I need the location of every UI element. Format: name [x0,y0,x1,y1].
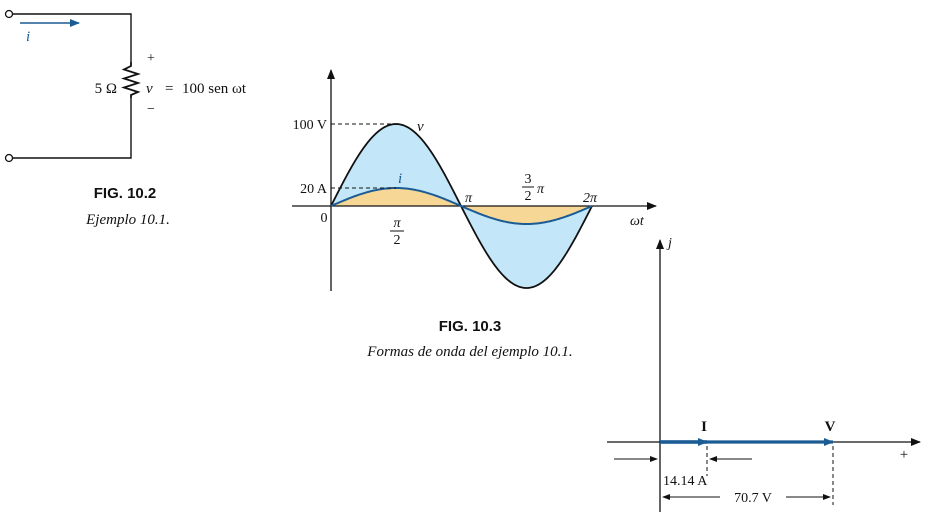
voltage-variable: v [146,81,153,97]
waveform-plot: 100 V 20 A v i 0 π 2 π 3 2 π 2π ωt FIG. … [292,69,657,360]
imaginary-axis-label: j [666,236,672,251]
tick-pi-half: π 2 [390,216,404,248]
current-positive-area [331,188,461,206]
resistor-symbol [121,62,141,98]
v-curve-label: v [417,119,424,135]
tick-pi: π [465,191,473,206]
i-peak-label: 20 A [300,182,328,197]
voltage-expression: 100 sen ωt [182,81,247,97]
svg-text:2: 2 [394,233,401,248]
current-negative-area [461,206,592,224]
fig-10-2-caption: Ejemplo 10.1. [85,212,170,228]
current-curve [330,186,593,226]
voltage-magnitude: 70.7 V [734,491,772,506]
origin-label: 0 [321,211,328,226]
real-axis-plus: + [900,447,908,463]
plus-sign: + [147,51,155,66]
minus-sign: − [147,102,155,117]
voltage-negative-area [461,206,592,288]
tick-three-half-pi: 3 2 π [522,172,545,204]
voltage-phasor-label: V [825,419,836,435]
voltage-positive-area [331,124,461,206]
bottom-terminal [4,153,14,163]
equals-sign: = [165,81,173,97]
phasor-diagram: j + I V 14.14 A 70.7 V [607,236,921,512]
x-axis-label: ωt [630,214,645,229]
circuit-diagram: i 5 Ω + − v = 100 sen ωt FIG. 10.2 Ejemp… [4,9,247,228]
v-peak-label: 100 V [293,118,327,133]
fig-10-3-number: FIG. 10.3 [439,318,502,335]
fig-10-2-number: FIG. 10.2 [94,185,157,202]
top-terminal [4,9,14,19]
resistor-label: 5 Ω [95,81,117,97]
bottom-wire [12,98,132,159]
svg-text:π: π [393,216,401,231]
current-label: i [26,29,30,45]
svg-text:2: 2 [525,189,532,204]
current-magnitude: 14.14 A [663,474,708,489]
tick-two-pi: 2π [583,191,598,206]
svg-text:3: 3 [525,172,532,187]
current-phasor-label: I [701,419,707,435]
i-curve-label: i [398,171,402,187]
fig-10-3-caption: Formas de onda del ejemplo 10.1. [366,344,572,360]
top-wire [12,13,132,62]
svg-text:π: π [537,182,545,197]
